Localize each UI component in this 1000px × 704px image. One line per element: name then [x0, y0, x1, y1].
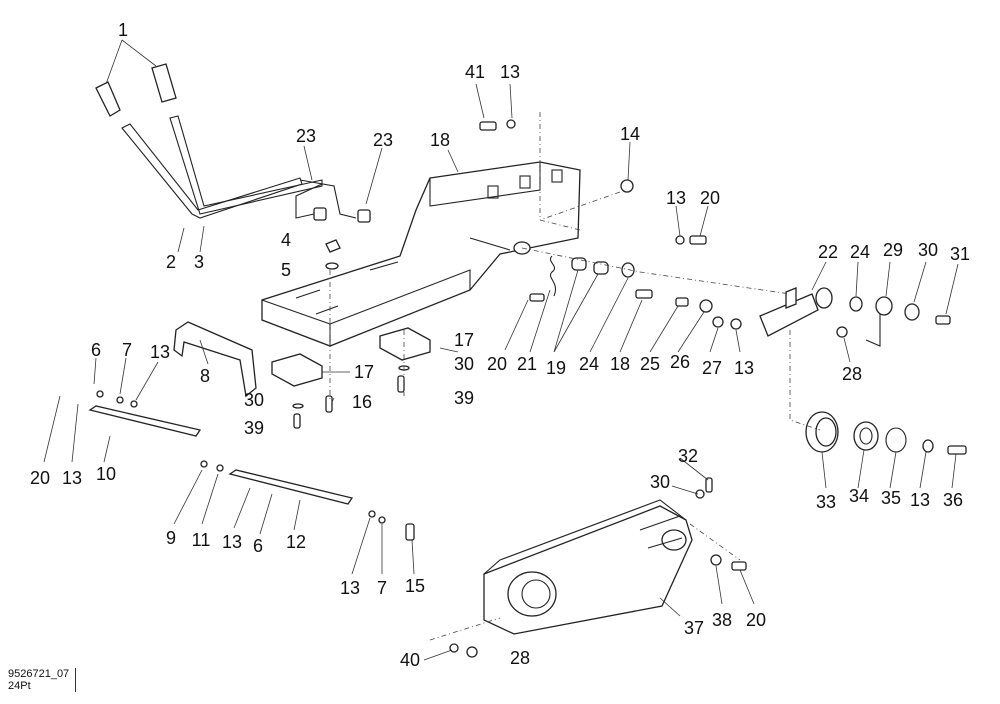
callout: 3: [194, 252, 204, 272]
assembly-lines: [329, 112, 821, 641]
callout: 2: [166, 252, 176, 272]
lower-fasteners: [292, 293, 545, 429]
leader-lines: [43, 39, 959, 661]
callout: 19: [546, 358, 566, 378]
callout: 13: [910, 490, 930, 510]
callout: 32: [678, 446, 698, 466]
callout: 25: [640, 354, 660, 374]
top-fasteners: [313, 119, 707, 270]
callout: 17: [454, 330, 474, 350]
callout: 4: [281, 230, 291, 250]
callout: 8: [200, 366, 210, 386]
crank-arm: [759, 287, 951, 338]
callout: 28: [510, 648, 530, 668]
callout: 12: [286, 532, 306, 552]
callout: 5: [281, 260, 291, 280]
drawing-id-code: 24Pt: [8, 680, 31, 692]
callout: 34: [849, 486, 869, 506]
callout: 20: [746, 610, 766, 630]
callout: 1: [118, 20, 128, 40]
callout: 13: [150, 342, 170, 362]
callout: 13: [734, 358, 754, 378]
callout: 20: [700, 188, 720, 208]
bar: [88, 390, 202, 437]
callout: 21: [517, 354, 537, 374]
callout: 30: [244, 390, 264, 410]
control-levers: [95, 63, 357, 219]
rubber-pads: [271, 327, 431, 387]
callout: 9: [166, 528, 176, 548]
callout: 20: [30, 468, 50, 488]
callout: 39: [454, 388, 474, 408]
callout: 18: [610, 354, 630, 374]
callout: 39: [244, 418, 264, 438]
callout: 37: [684, 618, 704, 638]
callout: 6: [91, 340, 101, 360]
callout: 7: [377, 578, 387, 598]
callout: 29: [883, 240, 903, 260]
drawing-id: 9526721_07 24Pt: [8, 668, 77, 692]
callout: 20: [487, 354, 507, 374]
callout: 38: [712, 610, 732, 630]
callout: 13: [62, 468, 82, 488]
callout: 40: [400, 650, 420, 670]
callout: 24: [850, 242, 870, 262]
callout: 35: [881, 488, 901, 508]
callout: 23: [373, 130, 393, 150]
chain-housing: [449, 477, 747, 658]
callout: 30: [454, 354, 474, 374]
callout: 26: [670, 352, 690, 372]
callout: 27: [702, 358, 722, 378]
callout: 31: [950, 244, 970, 264]
callout: 17: [354, 362, 374, 382]
callout: 6: [253, 536, 263, 556]
callout: 16: [352, 392, 372, 412]
callout: 13: [500, 62, 520, 82]
bearing-assembly: [805, 411, 967, 455]
drawing-id-number: 9526721_07: [8, 668, 70, 680]
callout: 11: [192, 530, 211, 550]
pin: [865, 296, 893, 347]
handle: [173, 321, 257, 398]
shaft-parts: [550, 255, 742, 330]
callout: 13: [666, 188, 686, 208]
callout: 7: [122, 340, 132, 360]
callout: 14: [620, 124, 640, 144]
callout: 33: [816, 492, 836, 512]
callout: 13: [222, 532, 242, 552]
callout: 36: [943, 490, 963, 510]
callout: 15: [405, 576, 425, 596]
callout: 13: [340, 578, 360, 598]
callout-numbers: 1 41 13 23 23 18 14 13 20 4 5 22 24 29 3…: [30, 20, 970, 670]
callout: 23: [296, 126, 316, 146]
callout: 22: [818, 242, 838, 262]
link: [200, 460, 415, 541]
callout: 30: [650, 472, 670, 492]
callout: 41: [465, 62, 485, 82]
callout: 10: [96, 464, 116, 484]
callout: 24: [579, 354, 599, 374]
callout: 28: [842, 364, 862, 384]
callout: 18: [430, 130, 450, 150]
callout: 30: [918, 240, 938, 260]
